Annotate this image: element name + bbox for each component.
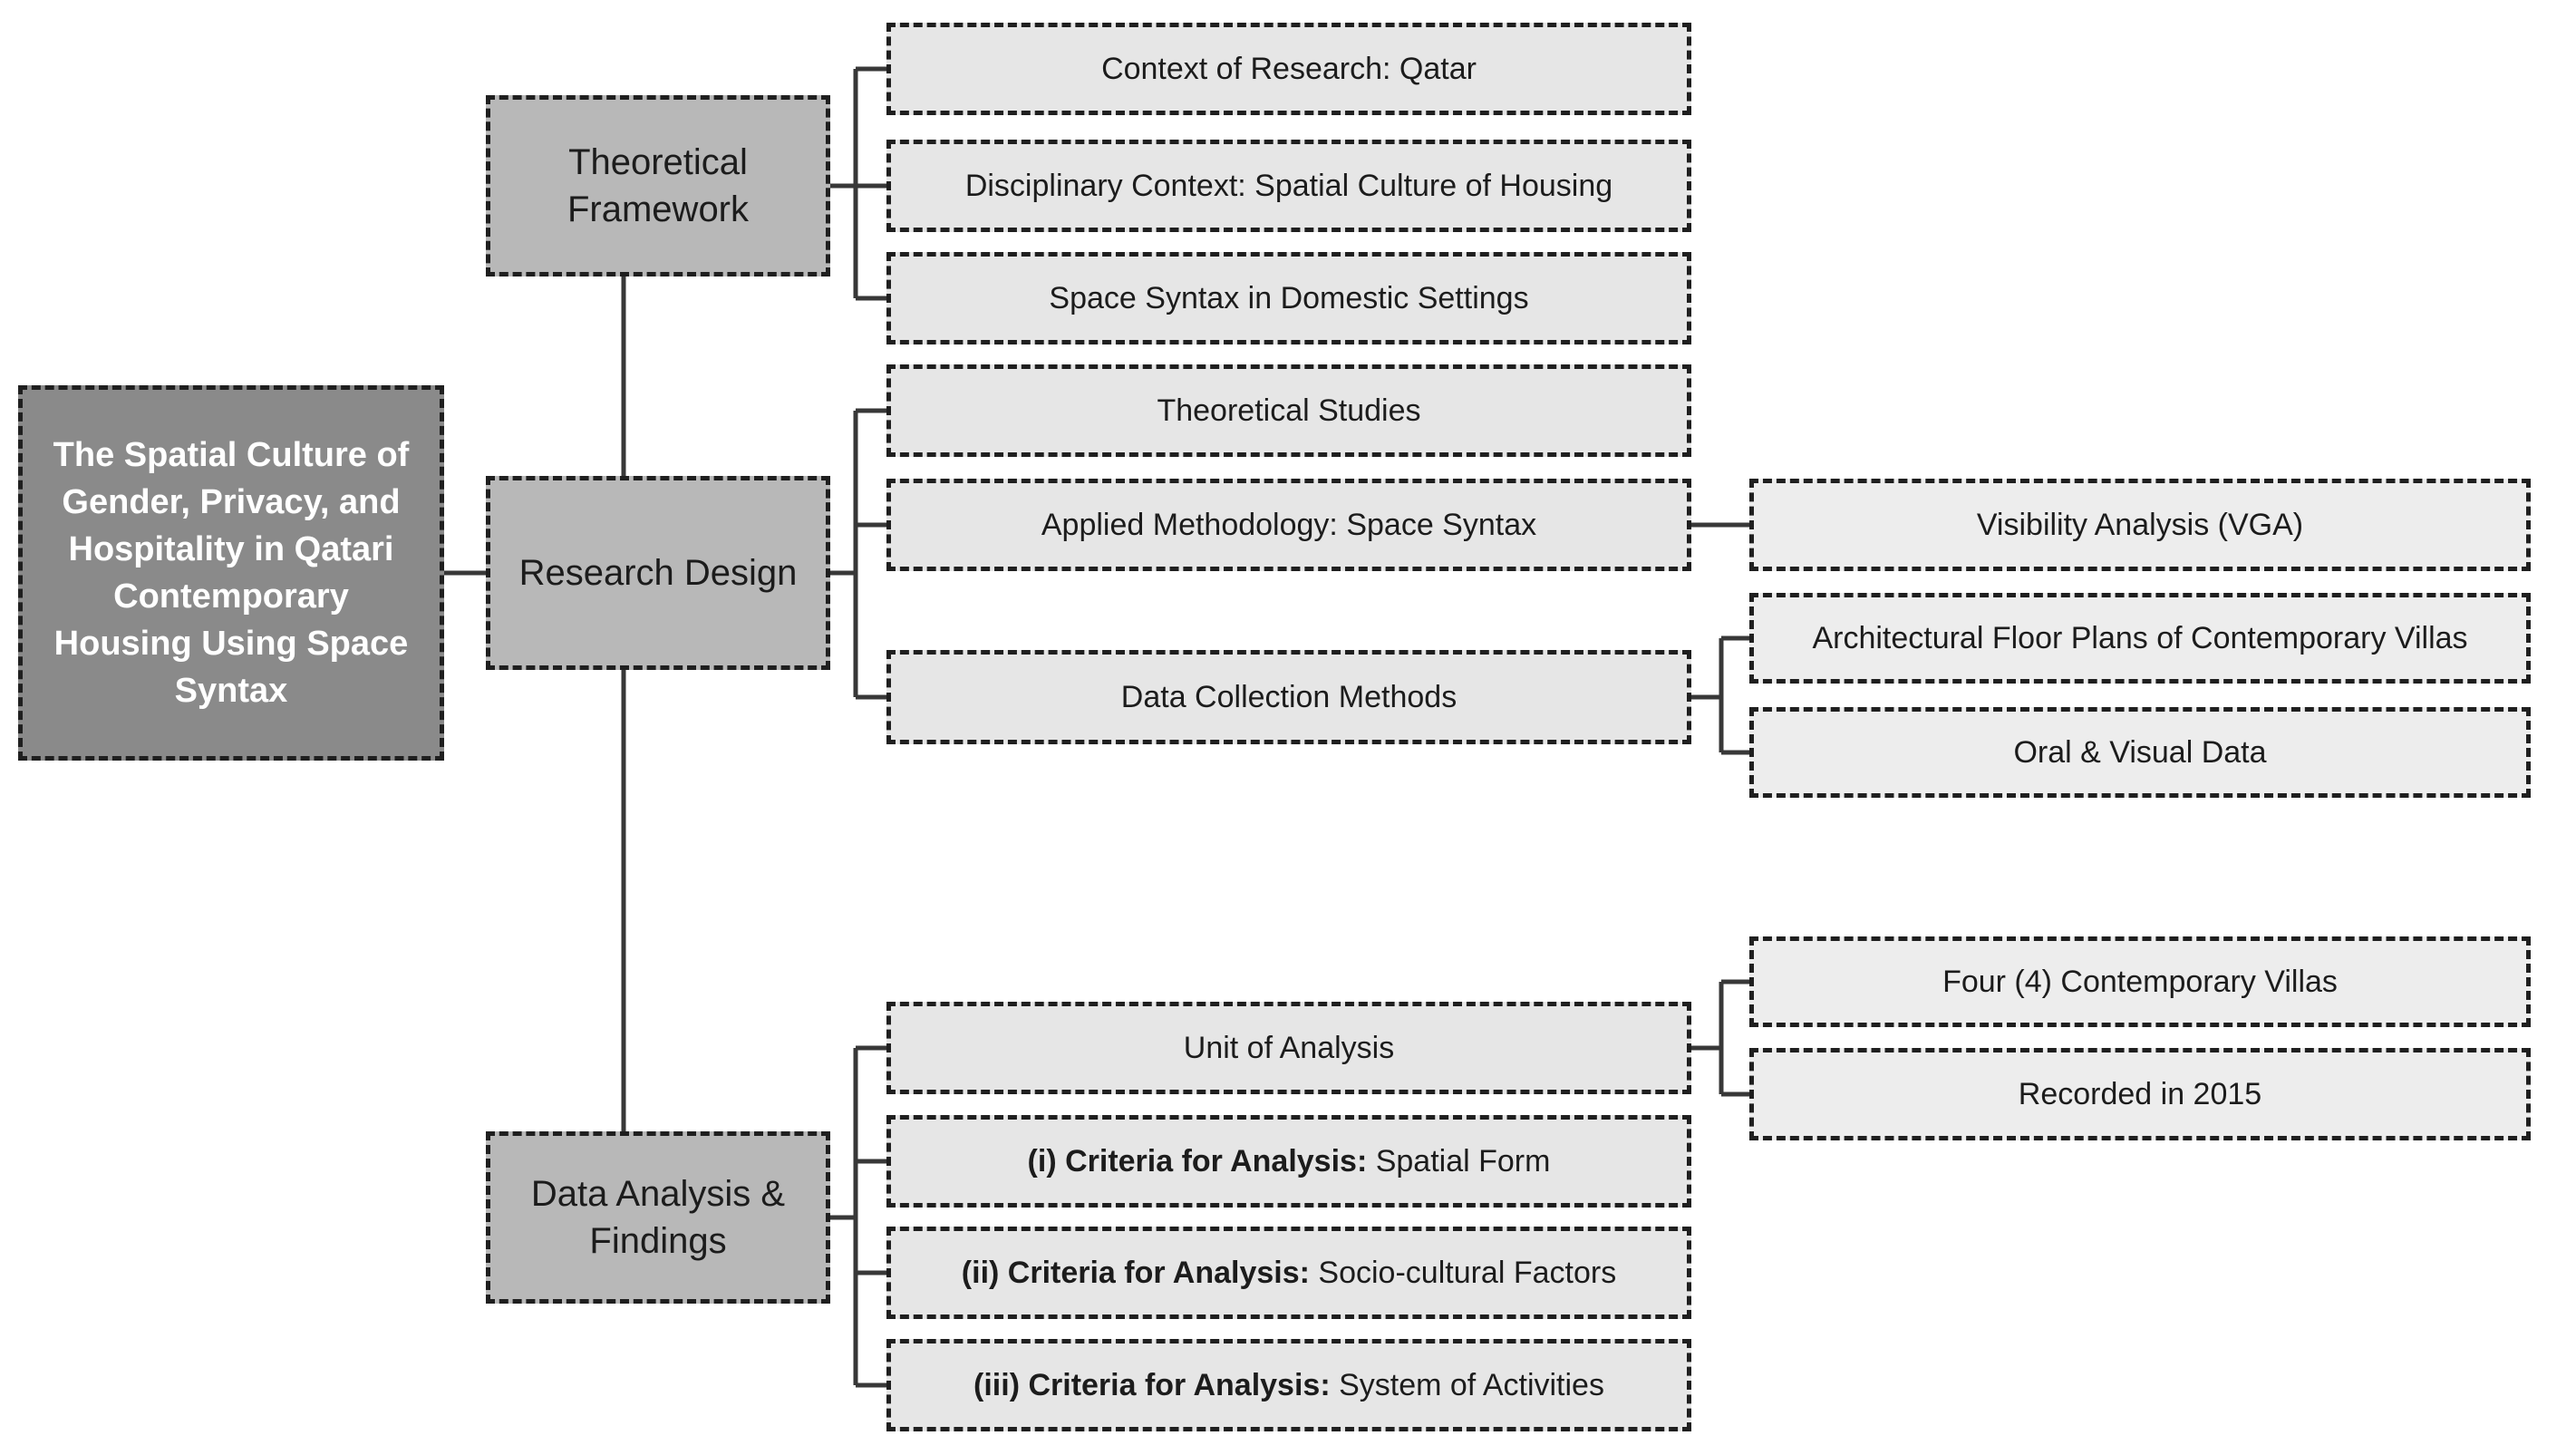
node-label: (ii) Criteria for Analysis: Socio-cultur…	[962, 1253, 1616, 1293]
node-space-syntax-domestic-settings: Space Syntax in Domestic Settings	[886, 252, 1691, 344]
criteria-prefix: (iii) Criteria for Analysis:	[973, 1367, 1331, 1402]
node-label: Research Design	[518, 553, 798, 593]
node-unit-of-analysis: Unit of Analysis	[886, 1002, 1691, 1094]
node-research-design: Research Design	[486, 476, 830, 670]
node-label: Data Collection Methods	[1120, 679, 1457, 714]
node-label: Architectural Floor Plans of Contemporar…	[1812, 620, 2468, 655]
node-criteria-system-of-activities: (iii) Criteria for Analysis: System of A…	[886, 1339, 1691, 1431]
node-label: Data Analysis & Findings	[530, 1174, 786, 1261]
node-criteria-socio-cultural-factors: (ii) Criteria for Analysis: Socio-cultur…	[886, 1227, 1691, 1319]
connector-data-analysis-bracket	[828, 1045, 886, 1388]
node-label: Theoretical Framework	[567, 142, 750, 229]
node-label: (iii) Criteria for Analysis: System of A…	[973, 1365, 1604, 1405]
node-label: The Spatial Culture of Gender, Privacy, …	[53, 435, 410, 711]
criteria-rest: Spatial Form	[1367, 1143, 1551, 1179]
node-label: Applied Methodology: Space Syntax	[1041, 507, 1537, 542]
node-context-of-research: Context of Research: Qatar	[886, 23, 1691, 115]
node-label: (i) Criteria for Analysis: Spatial Form	[1028, 1141, 1551, 1181]
criteria-prefix: (i) Criteria for Analysis:	[1027, 1143, 1368, 1179]
node-applied-methodology: Applied Methodology: Space Syntax	[886, 479, 1691, 571]
node-oral-visual-data: Oral & Visual Data	[1749, 707, 2531, 798]
node-data-analysis-findings: Data Analysis & Findings	[486, 1131, 830, 1304]
connector-theoretical-framework-bracket	[828, 66, 886, 301]
node-label: Context of Research: Qatar	[1101, 51, 1477, 86]
node-label: Recorded in 2015	[2018, 1076, 2262, 1111]
criteria-prefix: (ii) Criteria for Analysis:	[961, 1255, 1310, 1290]
criteria-rest: Socio-cultural Factors	[1309, 1255, 1617, 1290]
node-label: Oral & Visual Data	[2013, 734, 2267, 770]
connector-research-design-bracket	[828, 408, 886, 700]
node-root-title: The Spatial Culture of Gender, Privacy, …	[18, 385, 444, 761]
node-architectural-floor-plans: Architectural Floor Plans of Contemporar…	[1749, 593, 2531, 684]
node-label: Four (4) Contemporary Villas	[1942, 964, 2338, 999]
node-criteria-spatial-form: (i) Criteria for Analysis: Spatial Form	[886, 1115, 1691, 1208]
node-label: Unit of Analysis	[1183, 1030, 1395, 1065]
node-label: Disciplinary Context: Spatial Culture of…	[964, 168, 1613, 203]
node-visibility-analysis-vga: Visibility Analysis (VGA)	[1749, 479, 2531, 571]
connector-data-collection-bracket	[1691, 635, 1749, 755]
node-four-contemporary-villas: Four (4) Contemporary Villas	[1749, 936, 2531, 1027]
criteria-rest: System of Activities	[1330, 1367, 1604, 1402]
node-theoretical-studies: Theoretical Studies	[886, 364, 1691, 457]
node-recorded-in-2015: Recorded in 2015	[1749, 1048, 2531, 1140]
connector-unit-of-analysis-bracket	[1691, 979, 1749, 1097]
node-data-collection-methods: Data Collection Methods	[886, 650, 1691, 744]
node-disciplinary-context: Disciplinary Context: Spatial Culture of…	[886, 140, 1691, 232]
node-label: Space Syntax in Domestic Settings	[1049, 280, 1529, 315]
node-label: Visibility Analysis (VGA)	[1976, 507, 2304, 542]
node-label: Theoretical Studies	[1157, 393, 1421, 428]
node-theoretical-framework: Theoretical Framework	[486, 95, 830, 276]
